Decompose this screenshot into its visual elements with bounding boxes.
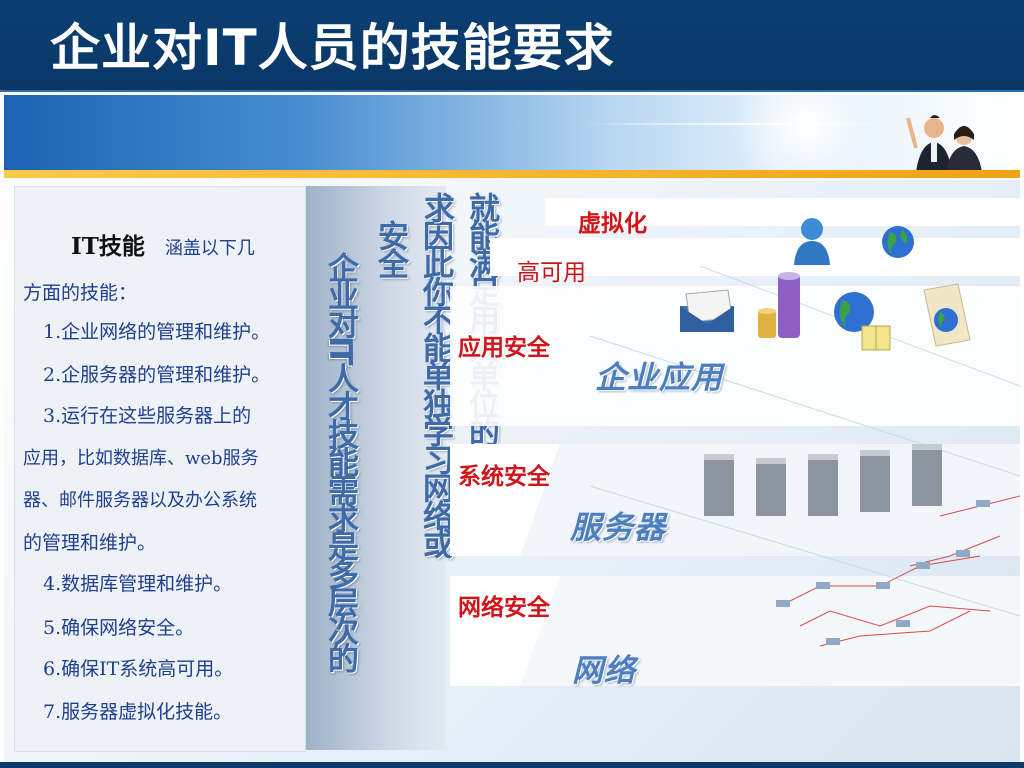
bottom-border	[0, 762, 1024, 768]
orange-divider	[4, 170, 1020, 178]
user-icon	[794, 218, 830, 265]
folder-globe-icon	[923, 283, 971, 347]
layer-network-right	[520, 576, 1020, 686]
skill-item: 的管理和维护。	[23, 532, 157, 554]
servers-group	[704, 444, 942, 516]
server-icon	[756, 458, 786, 516]
layer-application	[450, 286, 1020, 426]
skills-text-panel: IT技能 涵盖以下几 方面的技能： 1.企业网络的管理和维护。 2.企服务器的管…	[14, 186, 306, 752]
web-globe-icon	[834, 292, 891, 351]
light-flare	[704, 95, 944, 170]
vertical-text-1: 企业对IT人才技能需求是多层次的	[322, 252, 358, 671]
layer-virtualization	[545, 198, 1020, 226]
label-system-security: 系统安全	[458, 463, 550, 490]
skill-item: 2.企服务器的管理和维护。	[43, 364, 271, 386]
skill-item: 5.确保网络安全。	[43, 617, 195, 639]
skill-item: 6.确保IT系统高可用。	[43, 658, 234, 680]
skill-item: 3.运行在这些服务器上的	[43, 405, 252, 427]
label-network-security: 网络安全	[458, 594, 550, 621]
panel-heading-rest: 涵盖以下几	[164, 238, 255, 259]
label-network: 网络	[572, 653, 636, 689]
label-enterprise-app: 企业应用	[595, 360, 723, 396]
label-app-security: 应用安全	[458, 334, 550, 361]
skill-item: 4.数据库管理和维护。	[43, 573, 233, 595]
globe-icon	[882, 226, 914, 258]
panel-heading-line: IT技能 涵盖以下几	[71, 235, 353, 261]
server-icon	[808, 454, 838, 516]
business-people-image	[906, 115, 982, 172]
server-icon	[860, 450, 890, 512]
skill-item: 应用，比如数据库、web服务	[23, 448, 259, 469]
vertical-text-2: 因此你不能单独学习网络或安全	[372, 220, 453, 556]
label-high-availability: 高可用	[517, 260, 586, 286]
skill-item: 7.服务器虚拟化技能。	[43, 701, 233, 723]
server-icon	[912, 444, 942, 506]
vertical-text-slab	[306, 186, 446, 750]
label-virtualization: 虚拟化	[578, 210, 647, 237]
panel-line: 方面的技能：	[23, 282, 138, 304]
server-icon	[704, 454, 734, 516]
database-icon	[758, 272, 800, 338]
header-banner	[4, 95, 1020, 170]
mail-icon	[680, 289, 734, 332]
page-title: 企业对IT人员的技能要求	[50, 19, 615, 77]
skill-item: 器、邮件服务器以及办公系统	[23, 490, 257, 511]
panel-heading: IT技能	[71, 233, 145, 260]
network-devices	[776, 500, 990, 645]
title-bar: 企业对IT人员的技能要求	[0, 0, 1024, 92]
skill-item: 1.企业网络的管理和维护。	[43, 321, 271, 343]
label-server: 服务器	[570, 510, 666, 546]
